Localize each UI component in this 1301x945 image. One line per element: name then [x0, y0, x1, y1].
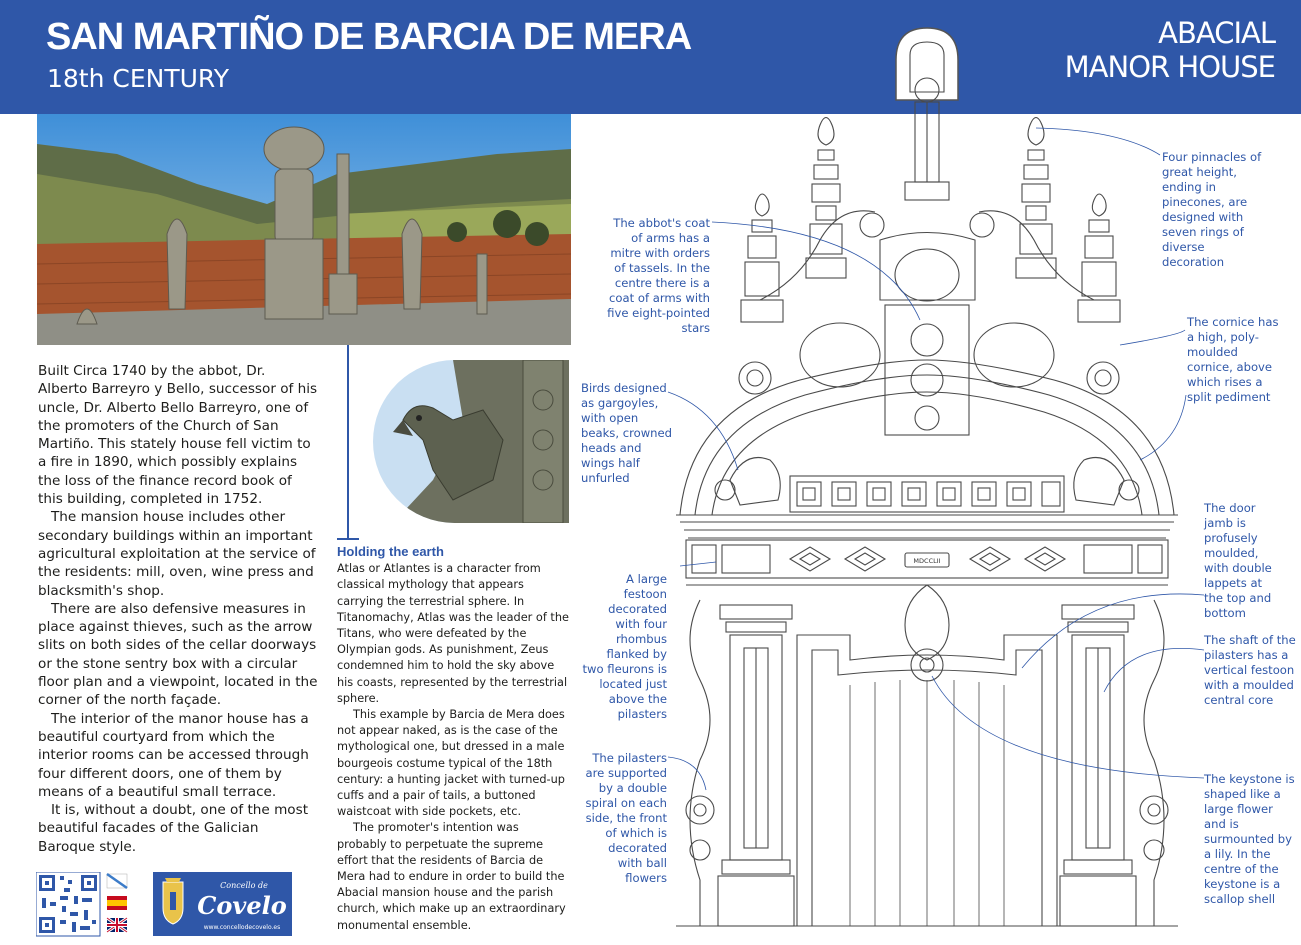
coat-of-arms-icon: [162, 878, 184, 925]
rooftop-photo: [37, 114, 571, 345]
flag-spain-icon: [107, 896, 127, 910]
logo-script-main: Covelo: [197, 891, 286, 920]
qr-code-icon: [35, 871, 101, 937]
annotation-festoon: A large festoon decorated with four rhom…: [582, 572, 667, 721]
atlas-paragraph: Atlas or Atlantes is a character from cl…: [337, 562, 569, 705]
building-type-line2: MANOR HOUSE: [1064, 50, 1276, 84]
connector-tick: [337, 538, 359, 540]
logo-script-top: Concello de: [220, 881, 268, 890]
annotation-shaft: The shaft of the pilasters has a vertica…: [1204, 633, 1296, 707]
atlas-paragraph: The promoter's intention was probably to…: [337, 821, 566, 932]
history-paragraph: Built Circa 1740 by the abbot, Dr. Alber…: [38, 363, 318, 508]
annotation-pilasters: The pilasters are supported by a double …: [585, 751, 668, 885]
gargoyle-photo: [373, 360, 569, 523]
page-title: SAN MARTIÑO DE BARCIA DE MERA: [46, 16, 692, 58]
atlas-section: Holding the earth Atlas or Atlantes is a…: [337, 544, 569, 934]
building-type-line1: ABACIAL: [1158, 16, 1276, 50]
building-type: ABACIAL MANOR HOUSE: [1064, 16, 1276, 84]
date-inscription: MDCCLII: [913, 557, 940, 565]
history-paragraph: The mansion house includes other seconda…: [38, 509, 316, 599]
annotation-doorjamb: The door jamb is profusely moulded, with…: [1204, 501, 1272, 620]
atlas-heading: Holding the earth: [337, 544, 444, 559]
flag-galicia-icon: [106, 872, 128, 890]
header-bar: SAN MARTIÑO DE BARCIA DE MERA 18th CENTU…: [0, 0, 1301, 114]
logo-url: www.concellodecovelo.es: [204, 924, 281, 931]
annotation-cornice: The cornice has a high, poly-moulded cor…: [1187, 315, 1279, 404]
history-paragraph: The interior of the manor house has a be…: [38, 710, 309, 800]
footer-logos: Concello de Covelo www.concellodecovelo.…: [35, 871, 296, 942]
history-paragraph: It is, without a doubt, one of the most …: [38, 802, 309, 855]
history-paragraph: There are also defensive measures in pla…: [38, 600, 318, 709]
page-subtitle: 18th CENTURY: [47, 64, 229, 93]
annotation-keystone: The keystone is shaped like a large flow…: [1204, 772, 1295, 906]
annotation-abbot: The abbot's coat of arms has a mitre wit…: [607, 216, 710, 335]
annotation-birds: Birds designed as gargoyles, with open b…: [581, 381, 673, 485]
covelo-logo: Concello de Covelo www.concellodecovelo.…: [153, 872, 292, 936]
connector-line: [347, 345, 349, 540]
atlas-paragraph: This example by Barcia de Mera does not …: [337, 708, 565, 819]
flag-uk-icon: [106, 916, 128, 934]
annotation-pinnacles: Four pinnacles of great height, ending i…: [1162, 150, 1262, 269]
history-text: Built Circa 1740 by the abbot, Dr. Alber…: [38, 362, 318, 856]
